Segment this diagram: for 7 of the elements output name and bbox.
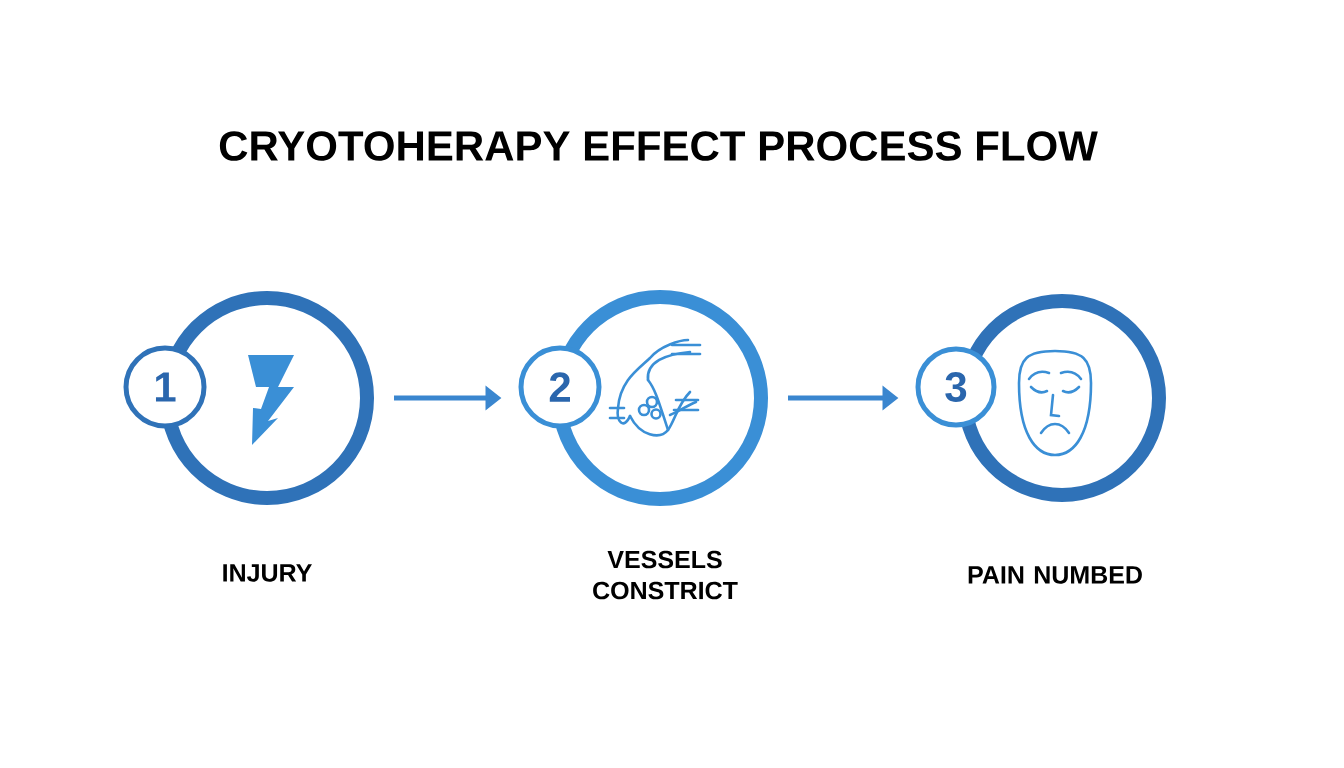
step-number: 3 — [915, 346, 997, 428]
step-number: 2 — [518, 345, 602, 429]
step-number: 1 — [123, 345, 207, 429]
step-label: VESSELS CONSTRICT — [593, 550, 738, 600]
step-label: INJURY — [223, 564, 312, 582]
step-label: PAIN NUMBED — [968, 566, 1142, 584]
title: CRYOTOHERAPY EFFECT PROCESS FLOW — [219, 131, 1098, 161]
